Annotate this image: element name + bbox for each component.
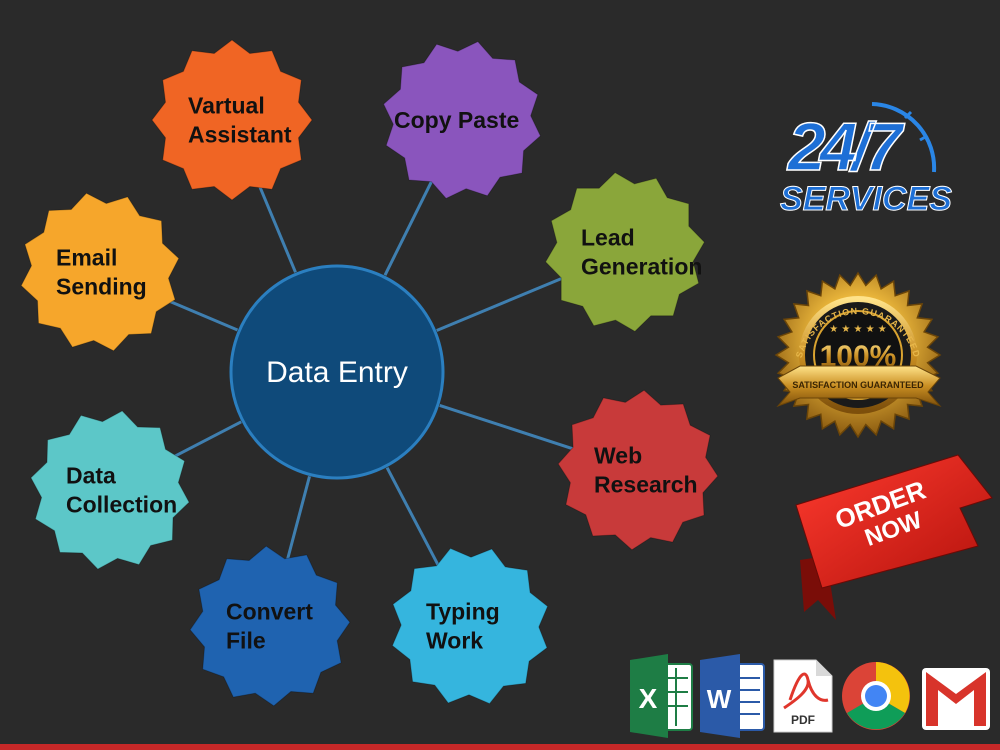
clock-arc-icon	[871, 102, 937, 173]
excel-icon: X	[630, 654, 693, 738]
order-now-banner[interactable]: ORDER NOW	[795, 454, 993, 620]
svg-text:W: W	[707, 684, 732, 714]
service-label-line: Typing	[426, 599, 500, 625]
seal-ribbon-text: SATISFACTION GUARANTEED	[792, 380, 924, 390]
satisfaction-seal: SATISFACTION GUARANTEED ★ ★ ★ ★ ★ 100% S…	[774, 271, 942, 439]
service-node: Copy Paste	[383, 41, 541, 199]
svg-text:PDF: PDF	[791, 713, 815, 727]
service-label-line: Work	[426, 628, 483, 654]
pdf-icon: PDF	[773, 659, 833, 733]
connector-line	[162, 297, 239, 332]
seal-stars: ★ ★ ★ ★ ★	[829, 324, 887, 335]
service-label: Copy Paste	[394, 107, 519, 133]
service-blob	[391, 547, 549, 705]
center-hub: Data Entry	[229, 264, 445, 480]
connector-line	[169, 420, 242, 460]
service-blob	[545, 172, 705, 332]
connector-line	[256, 182, 297, 273]
service-blob	[20, 192, 180, 352]
service-label-line: Email	[56, 245, 117, 271]
connector-line	[385, 467, 440, 567]
service-label-line: Convert	[226, 599, 313, 625]
service-label-line: Data	[66, 463, 116, 489]
chrome-icon	[842, 662, 910, 730]
service-label-line: Lead	[581, 225, 635, 251]
service-label-line: Web	[594, 443, 642, 469]
service-blob	[189, 545, 351, 707]
badge-247-number: 24/7	[786, 109, 906, 185]
gmail-icon	[922, 668, 990, 730]
connector-line	[436, 276, 563, 332]
connector-line	[383, 180, 434, 276]
service-label-line: Generation	[581, 254, 702, 280]
connector-line	[439, 403, 574, 451]
service-blob	[30, 410, 190, 570]
badge-247-text: SERVICES	[780, 180, 952, 218]
service-label-line: Sending	[56, 274, 147, 300]
center-label: Data Entry	[266, 356, 408, 389]
service-label-line: Copy Paste	[394, 107, 519, 133]
connector-lines	[162, 180, 574, 567]
word-icon: W	[700, 654, 765, 738]
bottom-accent-bar	[0, 744, 1000, 750]
center-circle	[229, 264, 445, 480]
service-blob	[383, 41, 541, 199]
connector-line	[285, 476, 311, 561]
service-label-line: Collection	[66, 492, 177, 518]
service-label-line: File	[226, 628, 266, 654]
app-icons-row: X W PDF	[630, 654, 990, 738]
seal-ribbon	[776, 365, 942, 408]
badge-247-services: 24/7 SERVICES	[780, 102, 953, 219]
service-blob	[557, 389, 719, 551]
service-label-line: Assistant	[188, 122, 292, 148]
service-label-line: Vartual	[188, 93, 265, 119]
service-blob	[151, 39, 313, 201]
svg-text:X: X	[639, 683, 658, 714]
service-label-line: Research	[594, 472, 698, 498]
